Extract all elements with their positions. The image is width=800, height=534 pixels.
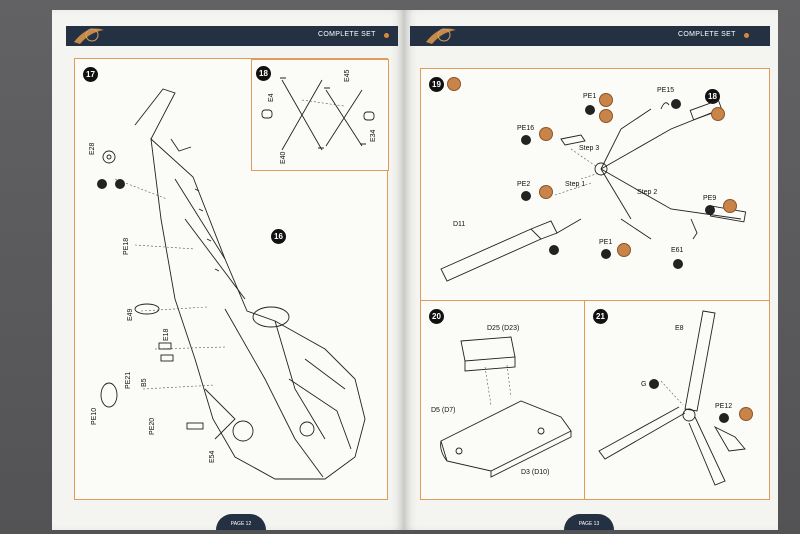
- part-label-pe2: PE2: [517, 181, 531, 188]
- rotor-hub-drawing: [440, 99, 747, 282]
- right-header-bar: COMPLETE SET: [410, 26, 770, 46]
- paint-swatch-icon: [447, 77, 461, 91]
- step-18-number: 18: [256, 66, 271, 81]
- step-19-number: 19: [429, 77, 444, 92]
- part-label-d25: D25 (D23): [487, 325, 520, 332]
- glue-icon: [549, 245, 559, 255]
- glue-icon: [601, 249, 611, 259]
- reference-marker-18: 18: [705, 89, 720, 104]
- right-header-title: COMPLETE SET: [678, 31, 736, 38]
- left-header-bar: COMPLETE SET: [66, 26, 398, 46]
- part-label-b5: B5: [141, 378, 148, 387]
- part-label-pe9: PE9: [703, 195, 717, 202]
- left-page-number: PAGE 12: [230, 521, 252, 527]
- step-3-label: Step 3: [579, 145, 600, 152]
- part-label-e18: E18: [163, 328, 170, 341]
- part-label-e45: E45: [344, 69, 351, 82]
- paint-swatch-icon: [739, 407, 753, 421]
- paint-swatch-icon: [617, 243, 631, 257]
- left-page: COMPLETE SET 17: [52, 10, 404, 530]
- step-1-label: Step 1: [565, 181, 586, 188]
- right-page-number: PAGE 13: [578, 521, 600, 527]
- landing-gear-cross-drawing: [261, 77, 375, 151]
- step-20-frame: 20 D25 (D23) D5 (D7) D3 (D10): [420, 300, 586, 500]
- part-label-pe1: PE1: [583, 93, 597, 100]
- step-17-frame: 17: [74, 58, 389, 500]
- step-20-number: 20: [429, 309, 444, 324]
- paint-swatch-icon: [723, 199, 737, 213]
- paint-swatch-icon: [599, 109, 613, 123]
- glue-icon: [673, 259, 683, 269]
- left-header-dot: [384, 33, 389, 38]
- part-label-e8: E8: [675, 325, 684, 332]
- glue-icon: [585, 105, 595, 115]
- paint-swatch-icon: [539, 127, 553, 141]
- part-label-pe20: PE20: [149, 417, 156, 435]
- glue-icon: [97, 179, 107, 189]
- step-18-frame: 18 E4 E45 E40 E34: [251, 59, 389, 171]
- part-label-d11: D11: [453, 221, 466, 228]
- part-label-d5: D5 (D7): [431, 407, 456, 414]
- step-19-frame: 19 18: [420, 68, 770, 310]
- paint-swatch-icon: [599, 93, 613, 107]
- brand-logo-icon: [426, 28, 456, 44]
- part-label-e28: E28: [89, 142, 96, 155]
- part-label-e54: E54: [209, 450, 216, 463]
- part-label-pe10: PE10: [91, 407, 98, 425]
- tail-rotor-drawing: [598, 310, 746, 486]
- part-label-e40: E40: [280, 151, 287, 164]
- rotor-housing-drawing: [440, 336, 572, 478]
- part-label-pe15: PE15: [657, 87, 675, 94]
- reference-marker-16: 16: [271, 229, 286, 244]
- part-label-e4: E4: [268, 93, 275, 102]
- brand-logo-icon: [74, 28, 104, 44]
- glue-icon: [705, 205, 715, 215]
- part-label-pe18: PE18: [123, 237, 130, 255]
- step-17-number: 17: [83, 67, 98, 82]
- right-header-dot: [744, 33, 749, 38]
- part-label-e61: E61: [671, 247, 684, 254]
- glue-icon: [115, 179, 125, 189]
- paint-swatch-icon: [711, 107, 725, 121]
- part-label-pe1-lower: PE1: [599, 239, 613, 246]
- part-label-e49: E49: [127, 308, 134, 321]
- part-label-e34: E34: [370, 129, 377, 142]
- step-2-label: Step 2: [637, 189, 658, 196]
- right-page: COMPLETE SET 19 18: [404, 10, 778, 530]
- step-21-number: 21: [593, 309, 608, 324]
- glue-icon: [719, 413, 729, 423]
- part-label-pe16: PE16: [517, 125, 535, 132]
- glue-icon: [521, 135, 531, 145]
- right-page-footer: PAGE 13: [564, 514, 614, 530]
- part-label-pe12: PE12: [715, 403, 733, 410]
- left-page-footer: PAGE 12: [216, 514, 266, 530]
- part-label-d3: D3 (D10): [521, 469, 550, 476]
- part-label-pe21: PE21: [125, 371, 132, 389]
- glue-label: G: [641, 381, 647, 388]
- paint-swatch-icon: [539, 185, 553, 199]
- left-header-title: COMPLETE SET: [318, 31, 376, 38]
- glue-icon: [649, 379, 659, 389]
- glue-icon: [671, 99, 681, 109]
- glue-icon: [521, 191, 531, 201]
- step-21-frame: 21 E8 G PE12: [584, 300, 770, 500]
